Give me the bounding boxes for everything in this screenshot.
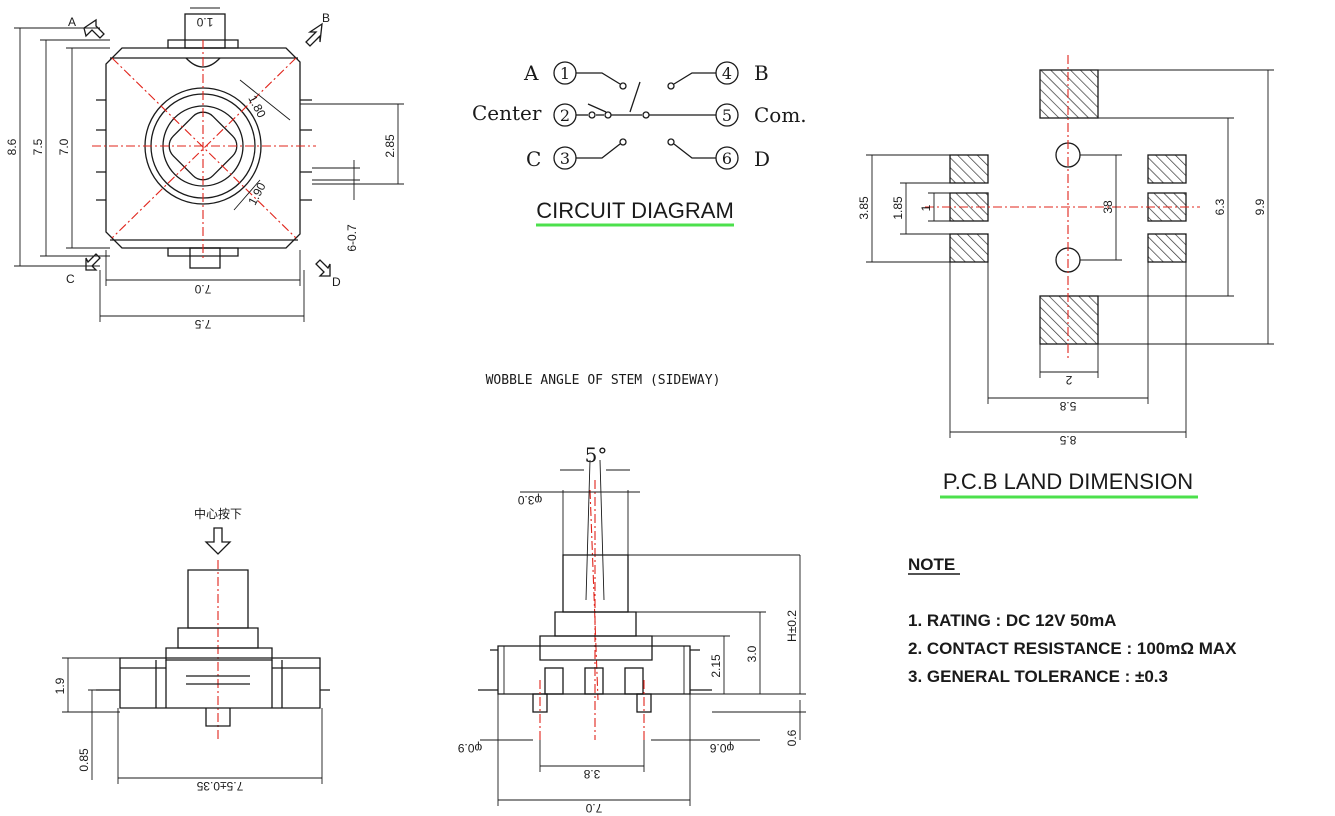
wobble-angle: 5° xyxy=(585,443,608,467)
dim-height-inner: 7.0 xyxy=(57,138,71,155)
dim-width-inner: 7.0 xyxy=(194,282,211,296)
wobble-d06: 0.6 xyxy=(785,729,799,746)
circuit-label-com: Com. xyxy=(754,103,807,127)
corner-label-d: D xyxy=(332,275,341,289)
wobble-height: H±0.2 xyxy=(785,610,799,642)
note-title: NOTE xyxy=(908,555,955,574)
side-d19: 1.9 xyxy=(53,677,67,694)
wobble-width: 7.0 xyxy=(585,801,602,815)
pcb-dim-185: 1.85 xyxy=(891,196,905,220)
pcb-dim-38: 38 xyxy=(1101,200,1115,214)
note-item-1: 1. RATING : DC 12V 50mA xyxy=(908,611,1116,630)
circuit-label-a: A xyxy=(523,61,539,85)
corner-label-c: C xyxy=(66,272,75,286)
circuit-diagram: A Center C B Com. D 1 2 3 4 5 6 xyxy=(472,61,807,227)
note-item-2: 2. CONTACT RESISTANCE : 100mΩ MAX xyxy=(908,639,1237,658)
pin-6: 6 xyxy=(722,149,732,168)
corner-label-b: B xyxy=(322,11,330,25)
dim-radius2: 1.90 xyxy=(245,180,268,207)
side-d085: 0.85 xyxy=(77,748,91,772)
dim-height-mid: 7.5 xyxy=(31,138,45,155)
pcb-dim-2: 2 xyxy=(1065,373,1072,387)
dim-top-tab: 1.0 xyxy=(196,15,213,29)
pin-2: 2 xyxy=(560,106,570,125)
dim-radius1: 1.80 xyxy=(245,93,268,120)
wobble-d30: 3.0 xyxy=(745,645,759,662)
pin-5: 5 xyxy=(722,106,732,125)
circuit-label-b: B xyxy=(754,61,769,85)
wobble-title: WOBBLE ANGLE OF STEM (SIDEWAY) xyxy=(486,373,721,388)
note-block: NOTE 1. RATING : DC 12V 50mA 2. CONTACT … xyxy=(908,555,1237,686)
pcb-dim-58: 5.8 xyxy=(1059,399,1076,413)
dim-width-outer: 7.5 xyxy=(194,317,211,331)
side-view: 中心按下 1.9 0.85 7.5±0.35 xyxy=(53,506,330,793)
side-press-label: 中心按下 xyxy=(194,506,242,521)
pcb-land: 9.9 6.3 38 3.85 1.85 1 2 5.8 8.5 P.C.B L… xyxy=(857,55,1274,499)
corner-arrow-b xyxy=(305,22,323,47)
top-view: 8.6 7.5 7.0 7.0 7.5 2.85 6-0.7 1.0 1.80 … xyxy=(5,7,404,331)
pcb-dim-63: 6.3 xyxy=(1213,198,1227,215)
circuit-label-c: C xyxy=(526,147,541,171)
note-item-3: 3. GENERAL TOLERANCE : ±0.3 xyxy=(908,667,1168,686)
pin-1: 1 xyxy=(560,64,570,83)
circuit-title: CIRCUIT DIAGRAM xyxy=(536,198,734,223)
corner-arrow-d xyxy=(315,259,331,277)
press-down-arrow-icon xyxy=(204,527,232,555)
corner-arrow-c xyxy=(85,253,101,271)
wobble-pin-right: φ0.6 xyxy=(709,741,734,755)
circuit-label-center: Center xyxy=(472,101,542,125)
pcb-dim-1: 1 xyxy=(919,204,933,211)
wobble-d215: 2.15 xyxy=(709,654,723,678)
corner-label-a: A xyxy=(68,15,76,29)
circuit-label-d: D xyxy=(754,147,770,171)
side-width: 7.5±0.35 xyxy=(196,779,243,793)
pcb-dim-385: 3.85 xyxy=(857,196,871,220)
pcb-dim-85: 8.5 xyxy=(1059,433,1076,447)
corner-arrow-a xyxy=(83,18,105,39)
pcb-title: P.C.B LAND DIMENSION xyxy=(943,469,1193,494)
pin-3: 3 xyxy=(560,149,570,168)
dim-pin: 6-0.7 xyxy=(345,224,359,252)
dim-pitch: 2.85 xyxy=(383,134,397,158)
wobble-stem-dia: φ3.0 xyxy=(517,493,542,507)
dim-height-outer: 8.6 xyxy=(5,138,19,155)
wobble-view: WOBBLE ANGLE OF STEM (SIDEWAY) 5° φ3.0 H… xyxy=(457,373,806,815)
pcb-dim-99: 9.9 xyxy=(1253,198,1267,215)
pin-4: 4 xyxy=(722,64,732,83)
wobble-pitch: 3.8 xyxy=(583,767,600,781)
wobble-pin-left: φ0.9 xyxy=(457,741,482,755)
